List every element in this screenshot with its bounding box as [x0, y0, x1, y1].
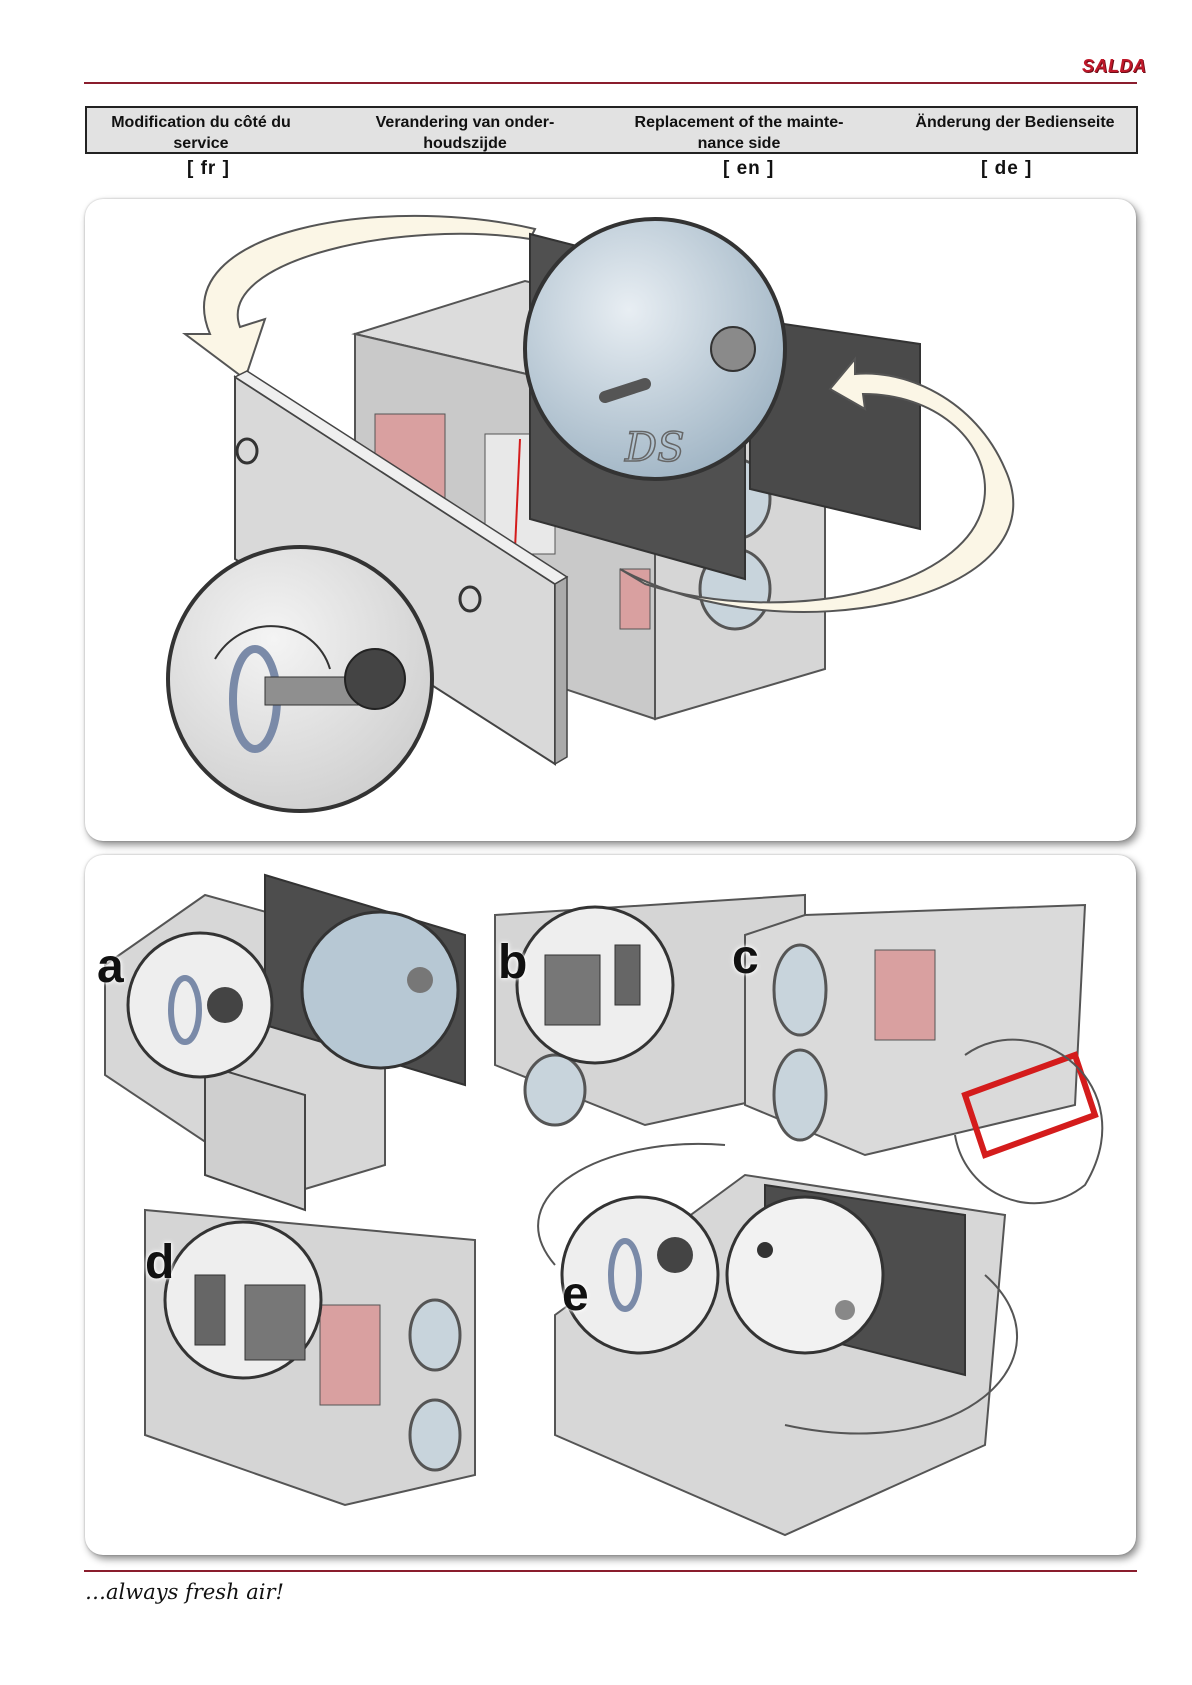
step-label-c: c	[732, 930, 759, 985]
title-fr: Modification du côté du service	[101, 112, 301, 154]
lang-fr: [ fr ]	[187, 158, 230, 180]
figure-2-illustration	[85, 855, 1136, 1555]
step-label-d: d	[145, 1235, 174, 1290]
footer-tagline: …always fresh air!	[85, 1580, 284, 1604]
detail-magnifier	[727, 1197, 883, 1353]
title-en: Replacement of the mainte- nance side	[624, 112, 854, 154]
section-title-bar: Modification du côté du service Verander…	[85, 106, 1138, 154]
figure-1-illustration: DS	[85, 199, 1136, 841]
pin-icon	[711, 327, 755, 371]
title-nl: Verandering van onder- houdszijde	[365, 112, 565, 154]
step-label-e: e	[562, 1267, 589, 1322]
figure-1-panel: DS	[85, 199, 1136, 841]
step-label-a: a	[97, 939, 124, 994]
step-label-b: b	[498, 935, 527, 990]
title-de: Änderung der Bedienseite	[895, 112, 1135, 133]
detail-magnifier	[302, 912, 458, 1068]
figure-2-panel: a b c d e	[85, 855, 1136, 1555]
lang-en: [ en ]	[723, 158, 774, 180]
salda-logo: SALDA	[1082, 56, 1147, 77]
footer-rule	[84, 1570, 1137, 1572]
lang-de: [ de ]	[981, 158, 1032, 180]
header-rule	[84, 82, 1137, 84]
svg-text:DS: DS	[624, 425, 684, 471]
